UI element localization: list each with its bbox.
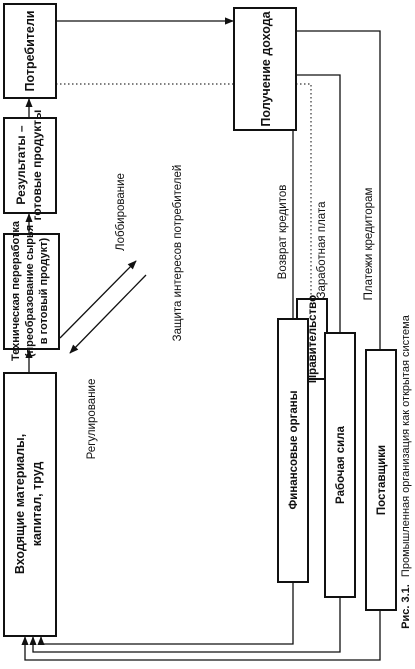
box-suppliers: Поставщики (365, 349, 397, 611)
box-results-line-2: готовые продукты (30, 110, 44, 221)
box-results: Результаты – готовые продукты (3, 110, 57, 221)
box-government-label: Правительство (307, 295, 319, 383)
box-finance: Финансовые органы (277, 318, 309, 583)
label-loan-repayment: Возврат кредитов (277, 185, 289, 280)
box-results-line-1: Результаты – (14, 125, 28, 205)
box-processing-line-3: в готовый продукт) (38, 237, 50, 344)
box-income: Получение дохода (233, 7, 297, 131)
loop-labor-to-inputs (29, 597, 341, 653)
label-lobbying: Лоббирование (115, 173, 127, 251)
line-income-labor (296, 74, 341, 332)
box-processing-line-1: Техническая переработка (10, 220, 22, 361)
box-consumers: Потребители (3, 3, 57, 99)
box-consumers-label: Потребители (23, 11, 37, 92)
caption-text: Промышленная организация как открытая си… (400, 314, 412, 577)
label-wages: Заработная плата (316, 201, 328, 299)
box-labor: Рабочая сила (324, 332, 356, 598)
lobbying-arrow (59, 260, 137, 339)
box-finance-label: Финансовые органы (288, 390, 300, 509)
figure-caption: Рис. 3.1. Промышленная организация как о… (400, 314, 412, 629)
box-suppliers-label: Поставщики (376, 445, 388, 515)
box-inputs: Входящие материалы, капитал, труд (3, 372, 57, 637)
loop-finance-to-inputs (37, 582, 294, 646)
box-inputs-line-2: капитал, труд (30, 462, 44, 547)
label-regulation: Регулирование (86, 379, 98, 460)
caption-prefix: Рис. 3.1. (400, 584, 412, 629)
label-creditor-payments: Платежи кредиторам (363, 188, 375, 301)
box-processing-line-2: (преобразование сырья (24, 225, 36, 357)
label-consumer-protection: Защита интересов потребителей (172, 165, 184, 342)
box-income-label: Получение дохода (259, 10, 273, 126)
box-inputs-line-1: Входящие материалы, (13, 434, 27, 574)
loop-suppliers-to-inputs (21, 610, 381, 661)
regulation-arrow (69, 274, 147, 354)
box-processing: Техническая переработка (преобразование … (3, 220, 60, 361)
line-income-suppliers (296, 30, 381, 349)
dotted-consumer-protection (56, 83, 312, 298)
box-labor-label: Рабочая сила (335, 425, 347, 504)
